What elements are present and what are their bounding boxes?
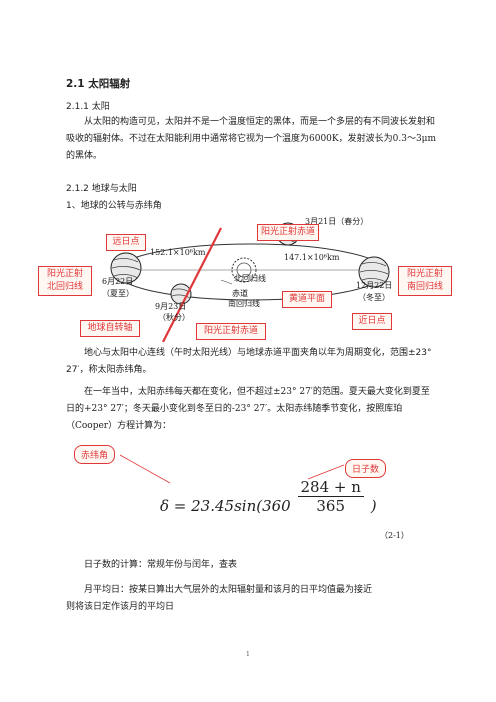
equation-number: （2-1） bbox=[380, 531, 409, 540]
earth-december-icon bbox=[358, 256, 390, 288]
term-september: （秋分） bbox=[158, 313, 190, 322]
monthly-average-line1: 月平均日：按某日算出大气层外的太阳辐射量和该月的日平均值最为接近 bbox=[84, 585, 373, 595]
date-march: 3月21日（春分） bbox=[305, 217, 369, 226]
callout-perihelion: 近日点 bbox=[352, 313, 392, 330]
date-december: 12月22日 bbox=[356, 281, 393, 290]
callout-day-number: 日子数 bbox=[345, 459, 387, 478]
monthly-average-line2: 则将该日定作该月的平均日 bbox=[66, 602, 175, 612]
date-june: 6月22日 bbox=[102, 277, 134, 286]
subsection-title-sun: 2.1.1 太阳 bbox=[66, 102, 110, 112]
callout-sun-south-tropic: 阳光正射 南回归线 bbox=[398, 266, 452, 296]
callout-sun-north-tropic: 阳光正射 北回归线 bbox=[38, 266, 92, 296]
callout-sun-equator-top: 阳光正射赤道 bbox=[257, 224, 319, 241]
term-december: （冬至） bbox=[358, 293, 390, 302]
equation-fraction: 284 + n 365 bbox=[297, 478, 364, 515]
cooper-equation: δ = 23.45sin(360 284 + n 365 ) bbox=[160, 478, 377, 515]
rotation-axis-line bbox=[162, 227, 222, 342]
label-north-tropic: 北回归线 bbox=[234, 274, 266, 283]
term-june: （夏至） bbox=[102, 289, 134, 298]
sun-paragraph: 从太阳的构造可见，太阳并不是一个温度恒定的黑体，而是一个多层的有不同波长发射和吸… bbox=[66, 117, 437, 161]
distance-perihelion: 147.1×10⁶km bbox=[284, 253, 340, 262]
equation-numerator: 284 + n bbox=[297, 478, 364, 497]
equation-close: ) bbox=[370, 496, 377, 515]
callout-aphelion: 远日点 bbox=[106, 234, 146, 251]
callout-connectors bbox=[119, 454, 345, 484]
date-september: 9月23日 bbox=[155, 302, 187, 311]
distance-aphelion: 152.1×10⁶km bbox=[150, 248, 206, 257]
callout-ecliptic-plane: 黄道平面 bbox=[282, 291, 332, 308]
callout-sun-equator-bottom: 阳光正射赤道 bbox=[196, 323, 266, 340]
earth-june-icon bbox=[110, 252, 142, 284]
declination-paragraph: 在一年当中，太阳赤纬每天都在变化，但不超过±23° 27′的范围。夏天最大变化到… bbox=[66, 387, 430, 431]
section-title: 2.1 太阳辐射 bbox=[66, 78, 131, 90]
subsection-title-earth-sun: 2.1.2 地球与太阳 bbox=[66, 184, 137, 194]
equation-denominator: 365 bbox=[316, 497, 346, 515]
day-number-note: 日子数的计算：常规年份与闰年，查表 bbox=[84, 560, 238, 570]
declination-definition: 地心与太阳中心连线（午时太阳光线）与地球赤道平面夹角以年为周期变化，范围±23°… bbox=[66, 348, 432, 375]
callout-rotation-axis: 地球自转轴 bbox=[80, 320, 140, 337]
equation-lhs: δ = 23.45sin(360 bbox=[160, 496, 291, 515]
callout-declination-angle: 赤纬角 bbox=[74, 445, 116, 464]
label-equator: 赤道 bbox=[232, 289, 248, 298]
label-south-tropic: 南回归线 bbox=[228, 299, 260, 308]
page-number: 1 bbox=[246, 651, 250, 658]
item-earth-orbit: 1、地球的公转与赤纬角 bbox=[66, 201, 162, 211]
